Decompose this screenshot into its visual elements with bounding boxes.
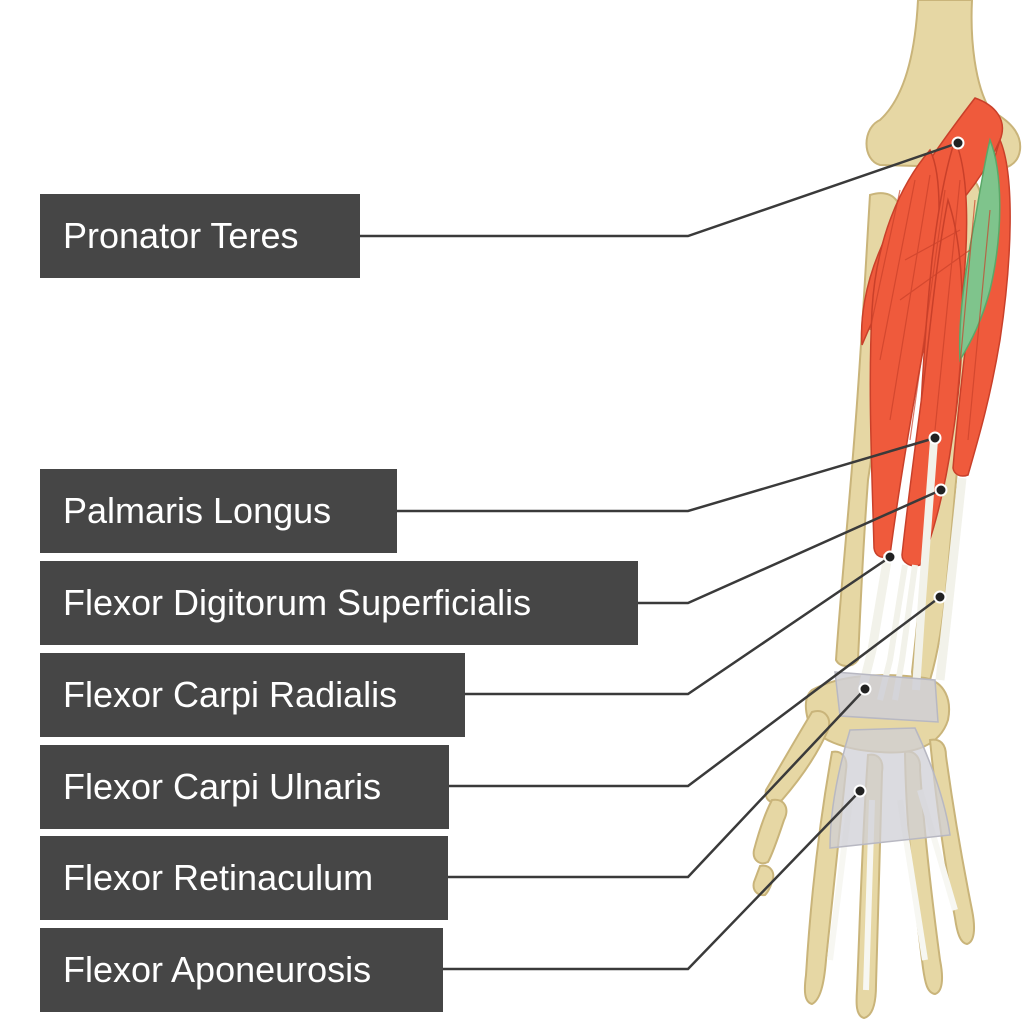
label-text: Flexor Carpi Radialis (63, 674, 398, 715)
label-text: Flexor Carpi Ulnaris (63, 766, 382, 807)
label-flexor-digitorum-superficialis[interactable]: Flexor Digitorum Superficialis (40, 561, 638, 645)
leader-lines (360, 141, 959, 971)
leader-line-flexor-digitorum-superficialis (638, 488, 942, 605)
pointer-dot-flexor-carpi-ulnaris (933, 590, 947, 604)
pointer-dot-flexor-carpi-radialis (883, 550, 897, 564)
pointer-dot-flexor-digitorum-superficialis (934, 483, 948, 497)
pointer-dot-pronator-teres (951, 136, 965, 150)
leader-line-flexor-carpi-ulnaris (449, 596, 941, 788)
label-text: Palmaris Longus (63, 490, 332, 531)
label-flexor-retinaculum[interactable]: Flexor Retinaculum (40, 836, 448, 920)
tendons-layer (827, 439, 967, 991)
leader-line-pronator-teres (360, 141, 959, 238)
label-text: Pronator Teres (63, 215, 299, 256)
pointer-dots (853, 136, 965, 798)
label-text: Flexor Retinaculum (63, 857, 374, 898)
leader-line-palmaris-longus (397, 436, 936, 513)
pointer-dot-flexor-aponeurosis (853, 784, 867, 798)
thumb-phalanx-distal (752, 864, 775, 897)
leader-line-flexor-aponeurosis (443, 790, 861, 971)
finger-tendons (827, 789, 958, 991)
leader-line-flexor-retinaculum (448, 688, 866, 879)
label-palmaris-longus[interactable]: Palmaris Longus (40, 469, 397, 553)
flexor-aponeurosis-sheet (829, 727, 951, 849)
muscles-layer (860, 97, 1011, 567)
label-pronator-teres[interactable]: Pronator Teres (40, 194, 360, 278)
thumb-metacarpal (764, 710, 831, 804)
label-text: Flexor Digitorum Superficialis (63, 582, 532, 623)
tendon-flexor-carpi-radialis (857, 554, 893, 692)
label-text: Flexor Aponeurosis (63, 949, 372, 990)
flexor-retinaculum-band (834, 671, 939, 723)
label-flexor-carpi-ulnaris[interactable]: Flexor Carpi Ulnaris (40, 745, 449, 829)
pointer-dot-palmaris-longus (928, 431, 942, 445)
finger-little-bones (928, 738, 976, 946)
label-flexor-aponeurosis[interactable]: Flexor Aponeurosis (40, 928, 443, 1012)
pointer-dot-flexor-retinaculum (858, 682, 872, 696)
thumb-phalanx-proximal (752, 798, 788, 865)
label-flexor-carpi-radialis[interactable]: Flexor Carpi Radialis (40, 653, 465, 737)
muscle-fibers (869, 174, 991, 441)
leader-line-flexor-carpi-radialis (465, 555, 891, 696)
tendon-palmaris-longus (912, 439, 938, 691)
tendon-flexor-carpi-ulnaris (935, 477, 967, 681)
